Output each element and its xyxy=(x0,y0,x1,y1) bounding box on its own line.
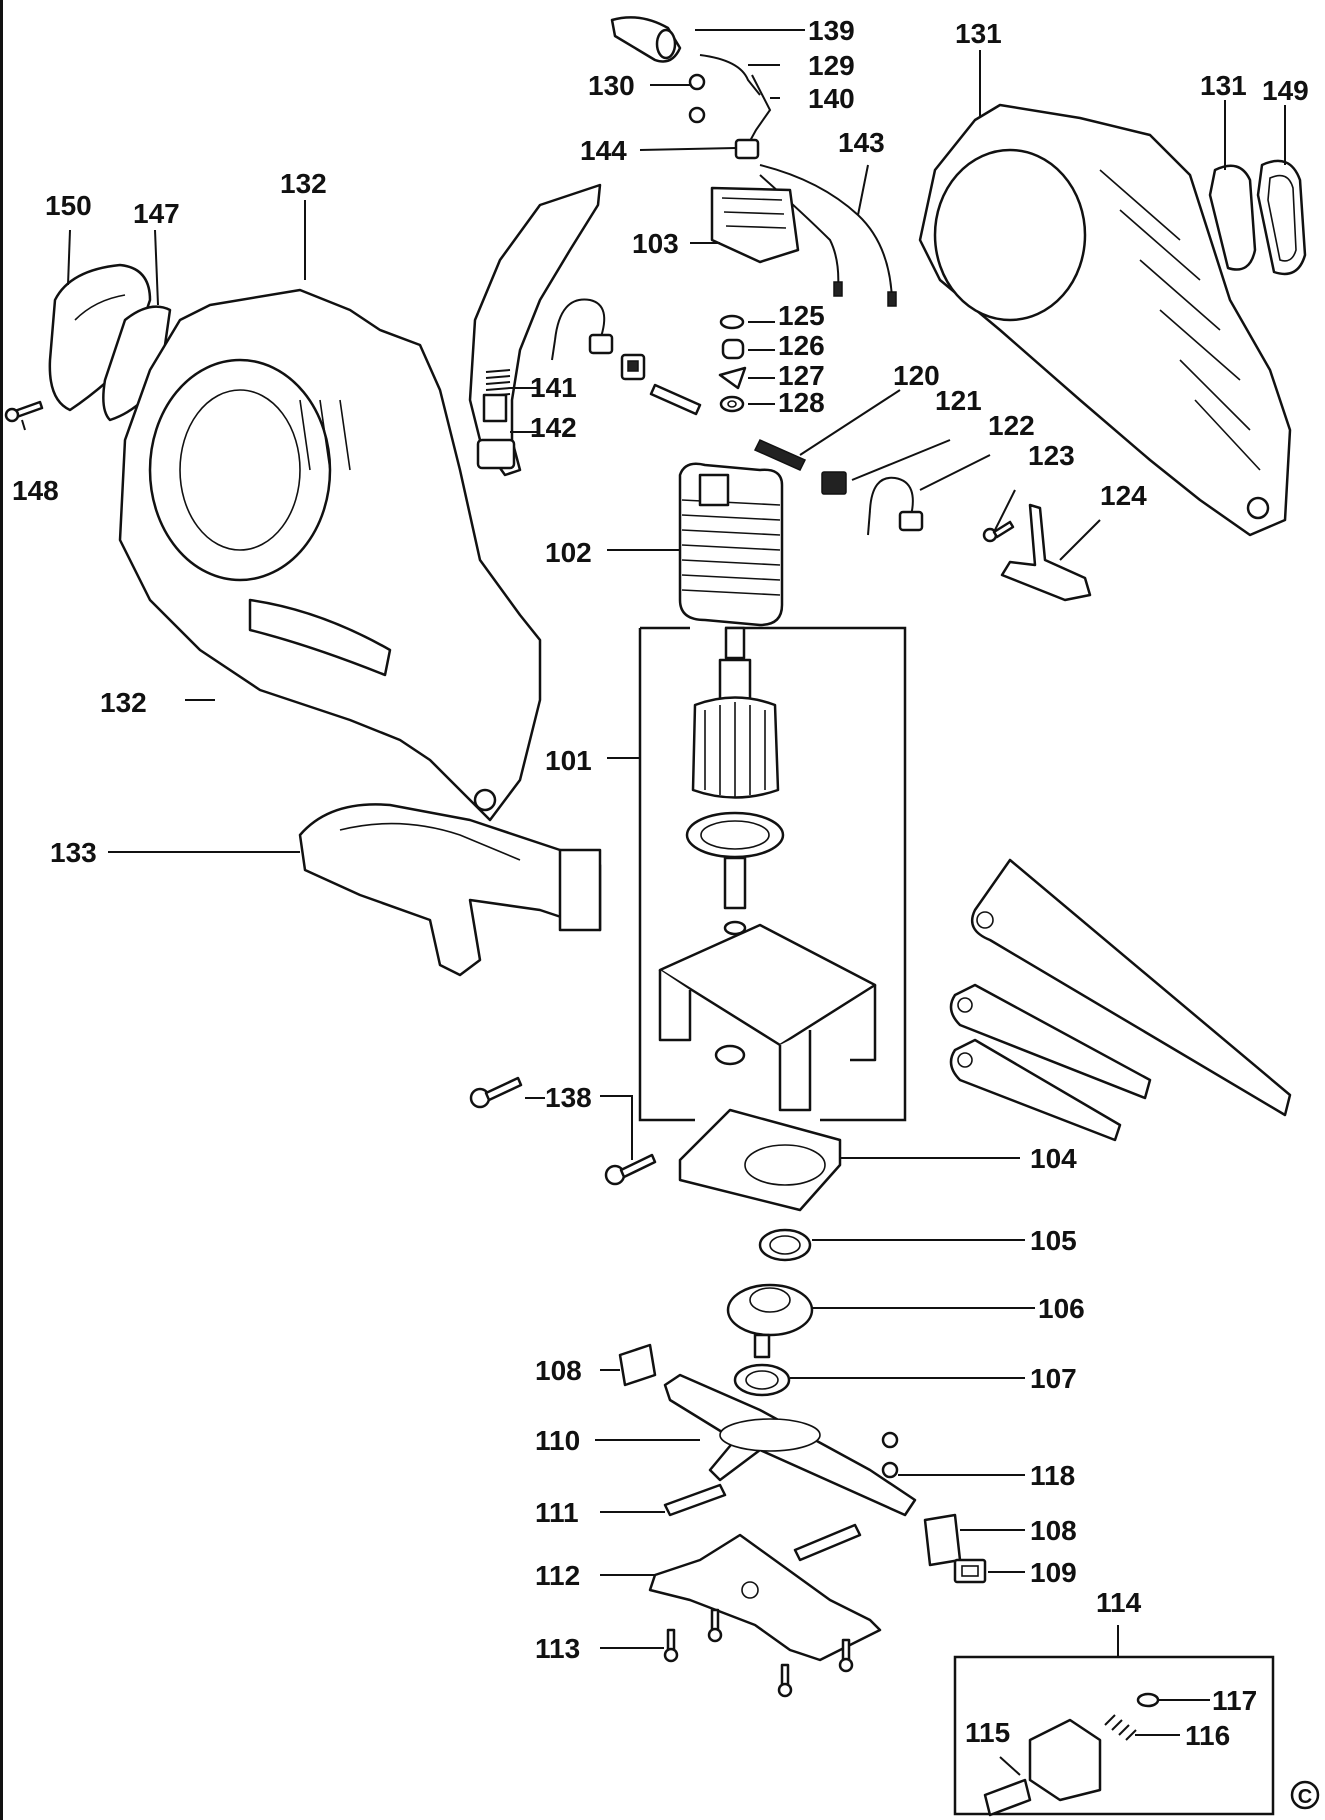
callout-106: 106 xyxy=(1038,1293,1085,1324)
callout-115: 115 xyxy=(965,1717,1010,1748)
callout-148: 147 xyxy=(133,198,180,229)
part-128-washer xyxy=(719,395,745,413)
copyright-mark: C xyxy=(1290,1780,1320,1810)
part-102-field-coil xyxy=(678,462,784,627)
callout-124: 124 xyxy=(1100,480,1147,511)
callout-112: 112 xyxy=(535,1560,580,1591)
callout-144: 144 xyxy=(580,135,627,166)
brush-box-small xyxy=(620,353,646,381)
callout-110: 110 xyxy=(535,1425,580,1456)
callout-140: 140 xyxy=(808,83,855,114)
part-121-brush-holder xyxy=(821,471,847,495)
part-149-gasket xyxy=(1208,164,1257,271)
callout-127: 127 xyxy=(778,360,825,391)
callout-139: 139 xyxy=(808,15,855,46)
callout-108-left: 108 xyxy=(535,1355,582,1386)
part-127-spring-plate xyxy=(718,366,747,390)
part-101-armature xyxy=(685,626,785,965)
saw-blade-long xyxy=(970,858,1292,1117)
callout-116: 116 xyxy=(1185,1720,1230,1751)
callout-138: 138 xyxy=(545,1082,592,1113)
callout-132-mid: 132 xyxy=(100,687,147,718)
part-123-screw xyxy=(982,520,1015,543)
saw-blade-medium xyxy=(949,983,1152,1100)
part-131-left-housing xyxy=(118,288,542,822)
callout-117: 117 xyxy=(1212,1685,1257,1716)
part-124-bracket xyxy=(1000,503,1092,602)
callout-141: 141 xyxy=(530,372,577,403)
callout-129: 129 xyxy=(808,50,855,81)
callout-128: 128 xyxy=(778,387,825,418)
callout-122: 122 xyxy=(988,410,1035,441)
part-106-gear xyxy=(726,1283,814,1359)
callout-130: 130 xyxy=(588,70,635,101)
part-101-armature-box xyxy=(638,626,907,1122)
callout-105: 105 xyxy=(1030,1225,1077,1256)
brush-holder-clip xyxy=(551,298,614,361)
sheet-left-border xyxy=(0,0,3,1820)
bearing-plate xyxy=(658,923,877,1112)
copyright-letter: C xyxy=(1298,1786,1312,1808)
callout-131-left: 132 xyxy=(280,168,327,199)
callout-103: 103 xyxy=(632,228,679,259)
callout-102: 102 xyxy=(545,537,592,568)
part-105-bearing xyxy=(758,1228,812,1262)
callout-147: 150 xyxy=(45,190,92,221)
leader-lines xyxy=(21,29,1286,1776)
callout-120: 120 xyxy=(893,360,940,391)
callout-113: 113 xyxy=(535,1633,580,1664)
part-131-right-housing xyxy=(918,103,1292,537)
callout-132-left: 148 xyxy=(12,475,59,506)
callout-121: 121 xyxy=(935,385,982,416)
part-110-plunger xyxy=(663,1373,917,1517)
part-138-screws xyxy=(469,1076,657,1186)
part-108-pad-a xyxy=(618,1343,657,1387)
part-111-levers xyxy=(663,1483,862,1562)
brush-rod xyxy=(649,383,702,416)
part-141-spring xyxy=(482,369,511,423)
callout-125: 125 xyxy=(778,300,825,331)
part-126-bushing xyxy=(721,338,745,360)
callout-150: 149 xyxy=(1262,75,1309,106)
callout-107: 107 xyxy=(1030,1363,1077,1394)
callout-149: 131 xyxy=(1200,70,1247,101)
callout-101: 101 xyxy=(545,745,592,776)
callout-111: 111 xyxy=(535,1497,579,1528)
part-114-blade-clamp xyxy=(983,1692,1160,1817)
callout-143: 143 xyxy=(838,127,885,158)
part-133-handle-insert xyxy=(298,803,602,977)
part-150-gasket xyxy=(1256,159,1307,276)
callout-109: 109 xyxy=(1030,1557,1077,1588)
part-122-brush-clip xyxy=(867,476,924,536)
part-113-screws xyxy=(663,1608,854,1698)
part-125-oring xyxy=(719,314,745,330)
callout-131-right: 131 xyxy=(955,18,1002,49)
callout-108-right: 108 xyxy=(1030,1515,1077,1546)
part-114-blade-clamp-box xyxy=(953,1655,1275,1816)
part-120-carbon-brush xyxy=(753,439,807,471)
part-104-plate xyxy=(678,1108,842,1212)
part-129-140-clip xyxy=(699,54,772,151)
part-108-pad-b xyxy=(923,1513,962,1567)
saw-blade-short xyxy=(949,1038,1122,1142)
callout-labels: 139 129 140 130 144 143 103 131 131 149 … xyxy=(12,15,1309,1751)
part-139-grip xyxy=(610,16,682,63)
part-109-insert xyxy=(953,1558,987,1584)
callout-142: 142 xyxy=(530,412,577,443)
callout-114: 114 xyxy=(1096,1587,1142,1618)
callout-104: 104 xyxy=(1030,1143,1077,1174)
callout-123: 123 xyxy=(1028,440,1075,471)
part-103-switch xyxy=(710,186,800,264)
callout-126: 126 xyxy=(778,330,825,361)
callout-118: 118 xyxy=(1030,1460,1075,1491)
part-107-bearing xyxy=(733,1363,791,1397)
part-130-screws xyxy=(688,73,706,124)
callout-133: 133 xyxy=(50,837,97,868)
part-132-screw-a xyxy=(4,400,44,423)
part-144-connector xyxy=(734,138,760,160)
